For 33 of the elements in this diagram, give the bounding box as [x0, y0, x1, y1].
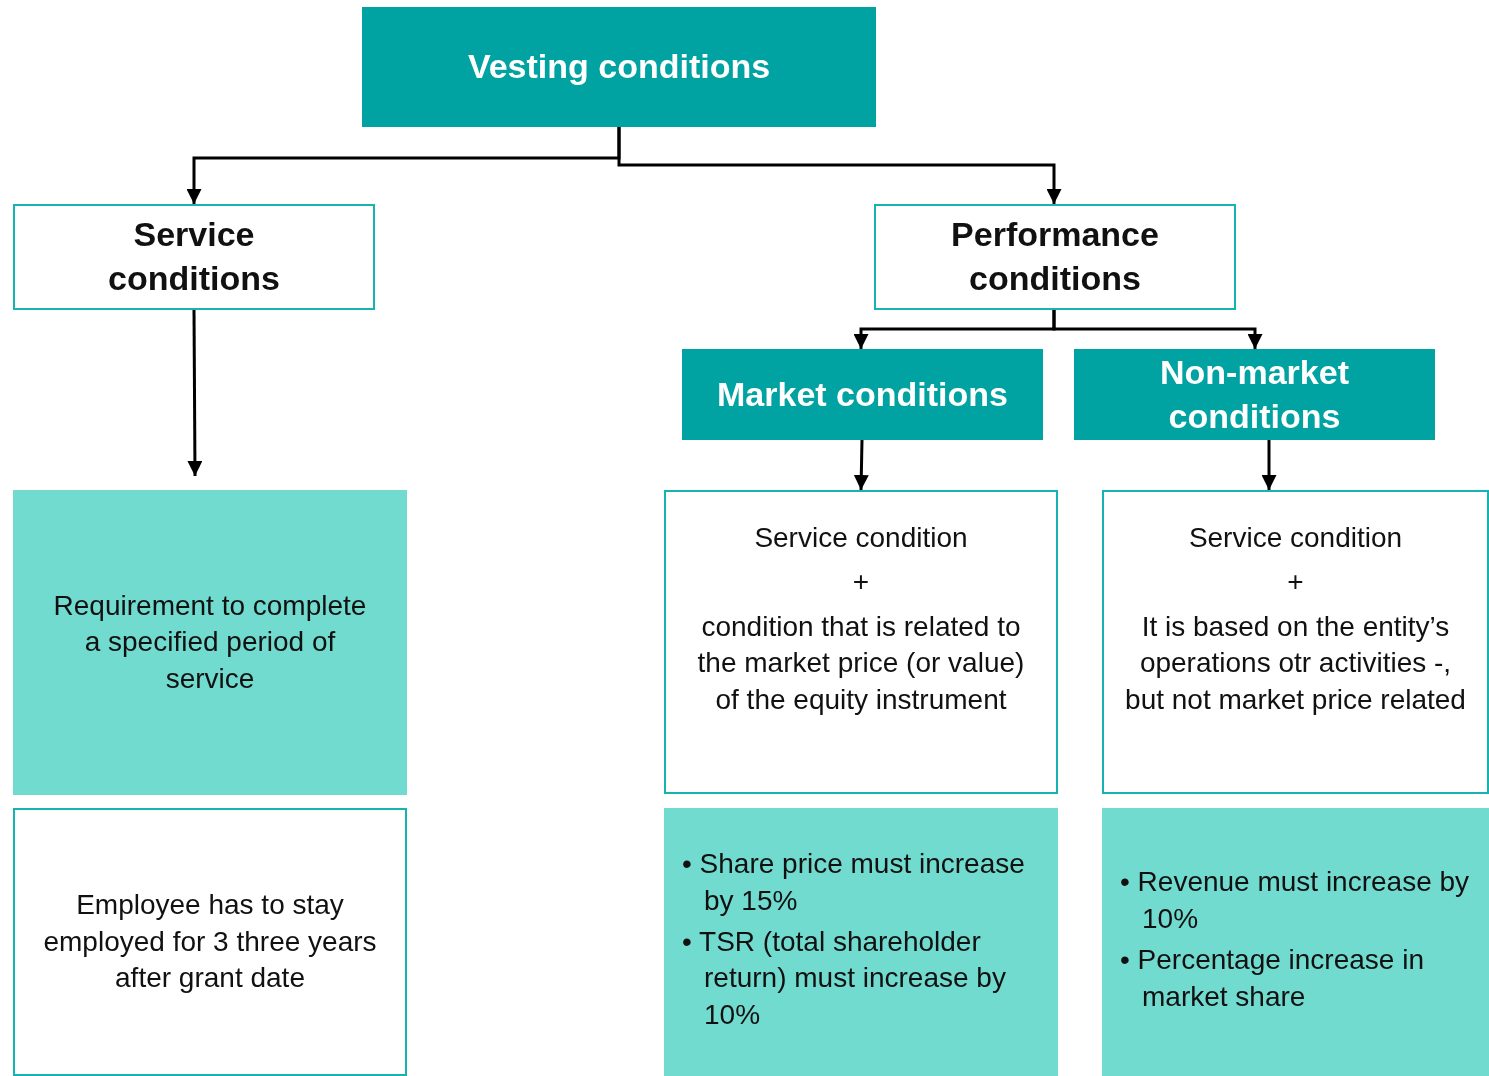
arrow: [1261, 440, 1277, 490]
box-title: Service conditions: [107, 214, 281, 299]
box-text: +: [1287, 565, 1304, 600]
box-text: It is based on the entity’s operations otr activities -, but not market price related: [1124, 609, 1467, 717]
category-box: [874, 204, 1236, 310]
bullet-item: • TSR (total shareholder return) must increase by 10%: [682, 924, 1007, 1033]
description-box: [664, 490, 1058, 794]
box-text: Service condition: [1188, 521, 1403, 555]
category-box: [1074, 349, 1435, 440]
heading-box: [362, 7, 876, 127]
box-text: Requirement to complete a specified period of service: [52, 588, 368, 696]
description-box: [13, 490, 407, 795]
arrow: [853, 439, 869, 491]
description-box: [1102, 490, 1489, 794]
box-text: condition that is related to the market price (or value) of the equity instrument: [696, 609, 1026, 717]
box-title: Performance conditions: [950, 214, 1160, 299]
bullet-item: • Revenue must increase by 10%: [1120, 865, 1471, 937]
box-text: Service condition: [754, 521, 968, 555]
box-title: Market conditions: [717, 373, 1008, 415]
category-box: [682, 349, 1043, 440]
example-box: [1102, 808, 1489, 1076]
bullet-item: • Percentage increase in market share: [1120, 943, 1425, 1014]
box-title: Vesting conditions: [467, 46, 771, 88]
box-title: Non-market conditions: [1159, 352, 1350, 437]
arrow: [1052, 310, 1263, 349]
arrow: [617, 127, 1062, 204]
box-text: Employee has to stay employed for 3 three years after grant date: [42, 888, 378, 996]
example-box: [13, 808, 407, 1076]
example-box: [664, 808, 1058, 1076]
arrow: [187, 310, 203, 476]
box-text: +: [852, 565, 870, 600]
bullet-item: • Share price must increase by 15%: [682, 846, 1026, 918]
category-box: [13, 204, 375, 310]
